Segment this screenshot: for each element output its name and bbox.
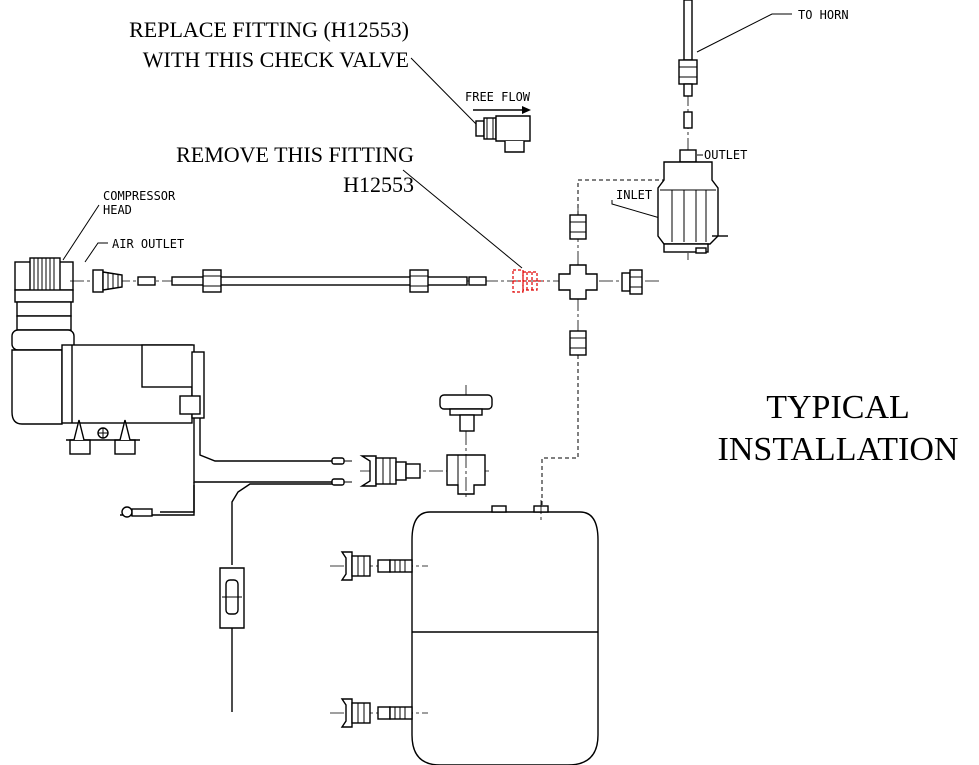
cross-fitting xyxy=(558,205,643,360)
air-line-assembly xyxy=(70,269,660,293)
horn-valve xyxy=(657,0,728,260)
to-horn-label: TO HORN xyxy=(798,8,849,22)
compressor-head-label-line2: HEAD xyxy=(103,203,132,217)
pressure-switch xyxy=(359,385,493,500)
outlet-label: OUTLET xyxy=(704,148,747,162)
compressor-head-label-line1: COMPRESSOR xyxy=(103,189,176,203)
remove-fitting-label-line1: REMOVE THIS FITTING xyxy=(176,142,414,167)
free-flow-arrow xyxy=(473,106,531,114)
air-hoses xyxy=(541,178,689,512)
free-flow-label: FREE FLOW xyxy=(465,90,531,104)
inlet-label: INLET xyxy=(616,188,652,202)
check-valve-fitting xyxy=(475,115,531,153)
replace-fitting-label-line1: REPLACE FITTING (H12553) xyxy=(129,17,409,42)
air-outlet-label: AIR OUTLET xyxy=(112,237,184,251)
compressor xyxy=(11,257,205,455)
air-tank xyxy=(330,500,599,765)
wiring xyxy=(120,418,352,712)
leader-lines xyxy=(62,13,792,269)
replace-fitting-label-line2: WITH THIS CHECK VALVE xyxy=(143,47,409,72)
installation-label: INSTALLATION xyxy=(718,431,959,468)
typical-label: TYPICAL xyxy=(766,389,910,426)
fitting-to-remove xyxy=(512,269,544,293)
remove-fitting-label-line2: H12553 xyxy=(343,172,414,197)
